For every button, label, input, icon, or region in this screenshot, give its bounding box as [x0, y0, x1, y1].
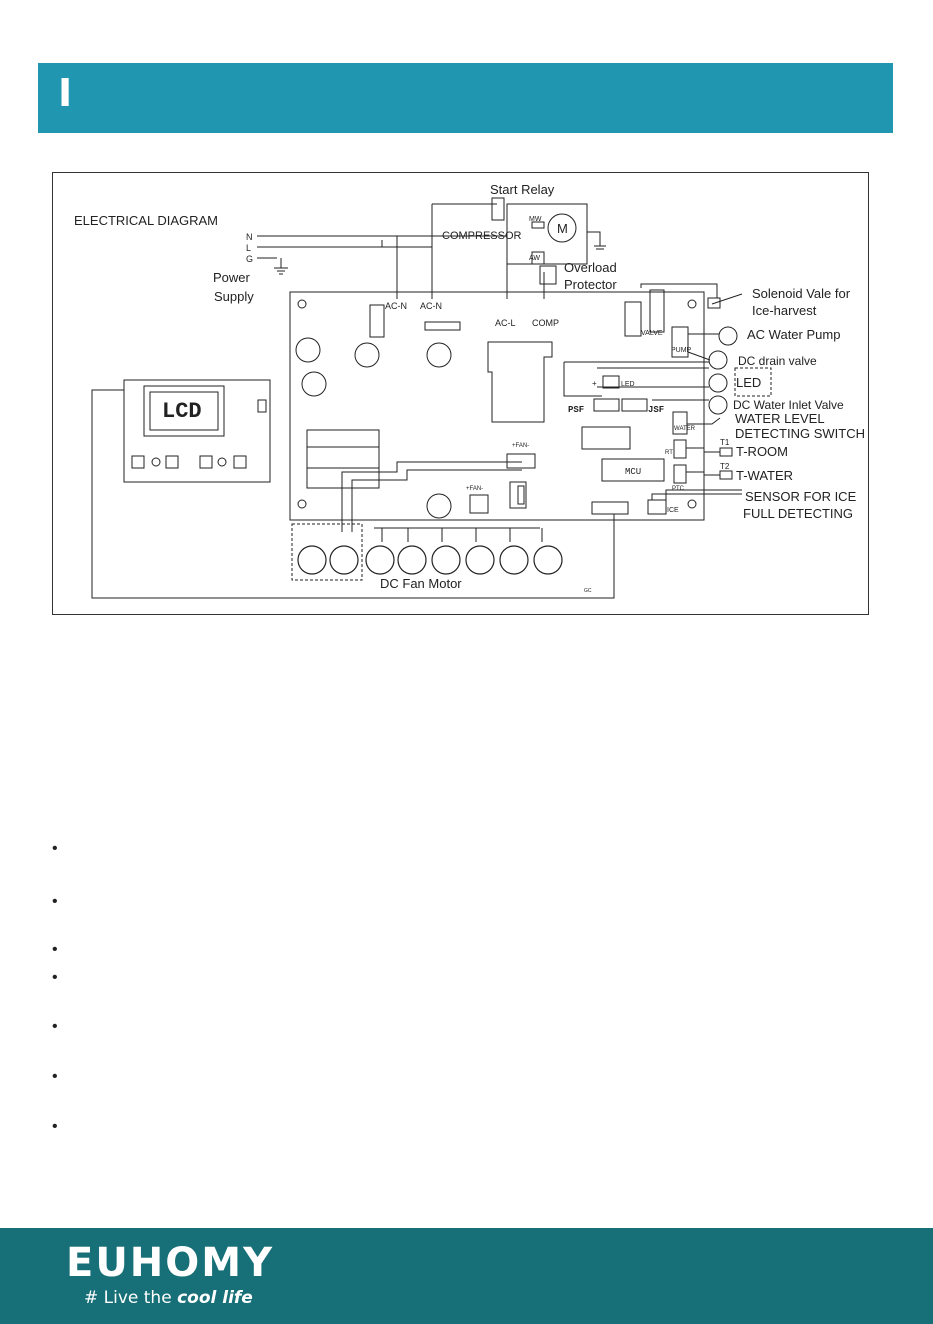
ac-pump-label: AC Water Pump — [747, 327, 840, 342]
board-plus-label: + — [592, 379, 597, 388]
motor-label: M — [557, 221, 568, 236]
board-fan1-label: +FAN- — [512, 443, 529, 449]
bullet-dot: • — [52, 969, 58, 986]
line-l: L — [246, 243, 251, 253]
bullet-dot: • — [52, 840, 58, 857]
power-supply-label-2: Supply — [214, 289, 254, 304]
bullet-item: • — [52, 840, 64, 857]
diagram-title: ELECTRICAL DIAGRAM — [74, 213, 218, 228]
board-rt-label: RT — [665, 450, 673, 456]
board-psf-label: PSF — [568, 405, 584, 415]
led-label: LED — [736, 375, 761, 390]
board-led-label: LED — [621, 381, 635, 388]
bullet-item: • — [52, 893, 64, 910]
bullet-dot: • — [52, 1018, 58, 1035]
bullet-dot: • — [52, 893, 58, 910]
ice-sensor-label-1: SENSOR FOR ICE — [745, 489, 857, 504]
overload-label-1: Overload — [564, 260, 617, 275]
board-valve-label: VALVE — [641, 330, 663, 337]
t-water-label: T-WATER — [736, 468, 793, 483]
diagram-frame — [52, 172, 869, 615]
footer-bar: EUHOMY # Live the cool life — [0, 1228, 933, 1324]
solenoid-label-2: Ice-harvest — [752, 303, 817, 318]
brand-logo: EUHOMY — [66, 1240, 275, 1286]
bullet-dot: • — [52, 1068, 58, 1085]
board-t2-label: T2 — [720, 462, 730, 471]
electrical-diagram: ELECTRICAL DIAGRAM N L G Power Supply St… — [74, 182, 865, 599]
aw-label: AW — [529, 255, 540, 262]
board-water-label: WATER — [674, 426, 696, 432]
board-jsf-label: JSF — [648, 405, 664, 415]
mw-label: MW — [529, 216, 542, 223]
terminal-acn-2: AC-N — [420, 301, 442, 311]
tagline-emphasis: cool life — [177, 1288, 253, 1308]
line-g: G — [246, 254, 253, 264]
bullet-item: • — [52, 1118, 64, 1135]
power-supply-label-1: Power — [213, 270, 251, 285]
inlet-valve-label: DC Water Inlet Valve — [733, 398, 844, 412]
board-t1-label: T1 — [720, 438, 730, 447]
bullet-item: • — [52, 941, 64, 958]
tagline: # Live the cool life — [84, 1288, 253, 1308]
section-header-bar: I — [38, 63, 893, 133]
overload-label-2: Protector — [564, 277, 617, 292]
terminal-acl: AC-L — [495, 318, 516, 328]
bullet-item: • — [52, 1068, 64, 1085]
drain-valve-label: DC drain valve — [738, 354, 817, 368]
board-ice-label: ICE — [667, 507, 679, 514]
fan-motor-label: DC Fan Motor — [380, 576, 462, 591]
board-pump-label: PUMP — [671, 347, 692, 354]
line-n: N — [246, 232, 253, 242]
bullet-item: • — [52, 969, 64, 986]
board-mcu-label: MCU — [625, 467, 641, 477]
section-title: I — [58, 71, 73, 115]
water-level-label-2: DETECTING SWITCH — [735, 426, 865, 441]
bullet-dot: • — [52, 941, 58, 958]
bullet-dot: • — [52, 1118, 58, 1135]
compressor-label: COMPRESSOR — [442, 230, 522, 242]
terminal-acn-1: AC-N — [385, 301, 407, 311]
terminal-comp: COMP — [532, 318, 559, 328]
bullet-item: • — [52, 1018, 64, 1035]
tagline-prefix: # Live the — [84, 1288, 178, 1308]
solenoid-label-1: Solenoid Vale for — [752, 286, 851, 301]
board-ptc-label: PTC — [672, 486, 685, 492]
t-room-label: T-ROOM — [736, 444, 788, 459]
ice-sensor-label-2: FULL DETECTING — [743, 506, 853, 521]
board-fan2-label: +FAN- — [466, 486, 483, 492]
water-level-label-1: WATER LEVEL — [735, 411, 825, 426]
board-gc-label: GC — [584, 588, 592, 594]
start-relay-label: Start Relay — [490, 182, 555, 197]
lcd-label: LCD — [162, 399, 202, 424]
